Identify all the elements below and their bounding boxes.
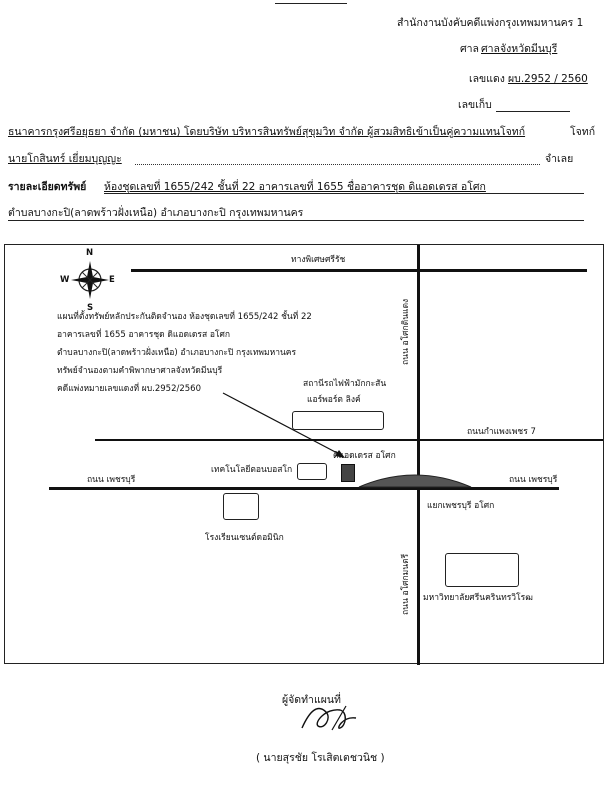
kamphaeng-phet-road [95,439,603,441]
intersection-label: แยกเพชรบุรี อโศก [427,501,495,511]
defendant-name: นายโกสินทร์ เยี่ยมบุญญะ [8,153,122,165]
defendant-dotline [135,164,540,165]
property-marker [341,464,355,482]
map-note-line: ตำบลบางกะปิ(ลาดพร้าวฝั่งเหนือ) อำเภอบางก… [57,348,297,358]
tech-college-label: เทคโนโลยีตอนบอสโก [211,465,293,475]
compass-w: W [60,275,70,285]
property-label: รายละเอียดทรัพย์ [8,181,87,193]
top-rule [275,3,347,4]
map-note-line: คดีแพ่งหมายเลขแดงที่ ผบ.2952/2560 [57,384,201,394]
court-value: ศาลจังหวัดมีนบุรี [481,43,558,55]
map-note-line: แผนที่ตั้งทรัพย์หลักประกันติดจำนอง ห้องช… [57,312,312,322]
storage-label: เลขเก็บ [458,99,492,111]
airport-link-station [292,411,384,430]
map-note-line: อาคารเลขที่ 1655 อาคารชุด ดิแอดเดรส อโศก [57,330,231,340]
office-name: สำนักงานบังคับคดีแพ่งกรุงเทพมหานคร 1 [397,17,584,29]
tech-college-building [297,463,327,480]
redcase-value: ผบ.2952 / 2560 [508,73,588,85]
expressway-label: ทางพิเศษศรีรัช [291,255,346,265]
signature-title: ผู้จัดทำแผนที่ [282,694,341,706]
redcase-label: เลขแดง [469,73,505,85]
defendant-suffix: จำเลย [545,153,574,165]
property-line-1-rule [104,193,584,194]
plaintiff-name: ธนาคารกรุงศรีอยุธยา จำกัด (มหาชน) โดยบริ… [8,126,526,138]
university-label: มหาวิทยาลัยศรีนครินทรวิโรฒ [423,593,533,603]
address-building-label: ดิแอดเดรส อโศก [333,451,396,461]
location-map: N S E W ทางพิเศษศรีรัช ถนน อโศกดินแดง ถน… [4,244,604,665]
compass-rose-icon [71,261,109,299]
storage-blank [496,111,570,112]
overpass-shape [358,474,472,488]
phetchaburi-left-label: ถนน เพชรบุรี [87,475,136,485]
plaintiff-suffix: โจทก์ [570,126,596,138]
compass-n: N [86,248,94,258]
phetchaburi-road [49,487,559,490]
expressway-road [131,269,587,272]
kamphaeng-phet-label: ถนนกำแพงเพชร 7 [467,427,536,437]
compass-e: E [109,275,115,285]
property-line-1: ห้องชุดเลขที่ 1655/242 ชั้นที่ 22 อาคารเ… [104,181,486,193]
court-label: ศาล [460,43,479,55]
compass: N S E W [60,248,115,313]
university-building [445,553,519,587]
asok-road [417,245,420,665]
school-label: โรงเรียนเซนต์ดอมินิก [205,533,284,543]
property-line-2-rule [8,220,584,221]
airport-link-label-1: สถานีรถไฟฟ้ามักกะสัน [303,379,387,389]
property-line-2: ตำบลบางกะปิ(ลาดพร้าวฝั่งเหนือ) อำเภอบางก… [8,207,304,219]
handwritten-signature [301,705,357,731]
signature-name: ( นายสุรชัย โรเสิตเตชวนิช ) [256,752,385,764]
pointer-arrow [222,392,345,458]
airport-link-label-2: แอร์พอร์ต ลิงค์ [307,395,361,405]
school-building [223,493,259,520]
map-note-line: ทรัพย์จำนองตามคำพิพากษาศาลจังหวัดมีนบุรี [57,366,223,376]
phetchaburi-right-label: ถนน เพชรบุรี [509,475,558,485]
compass-s: S [87,303,94,313]
